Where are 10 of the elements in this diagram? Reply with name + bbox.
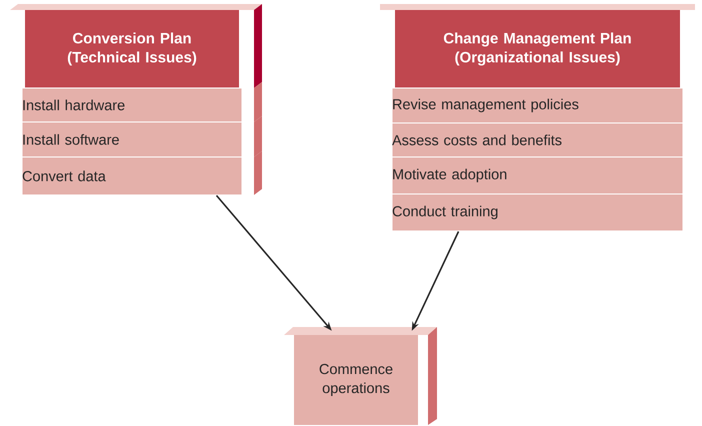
task-row: Install software xyxy=(22,116,262,158)
plan-header-box: Change Management Plan (Organizational Issues) xyxy=(380,4,695,88)
task-row: Revise management policies xyxy=(392,88,684,124)
task-row: Convert data xyxy=(22,151,262,196)
task-row: Conduct training xyxy=(392,194,684,232)
task-row: Motivate adoption xyxy=(392,156,684,194)
task-row: Assess costs and benefits xyxy=(392,122,684,158)
task-row: Install hardware xyxy=(22,82,262,122)
process-box: Commence operations xyxy=(284,326,437,425)
plan-header-box: Conversion Plan (Technical Issues) xyxy=(10,4,262,88)
